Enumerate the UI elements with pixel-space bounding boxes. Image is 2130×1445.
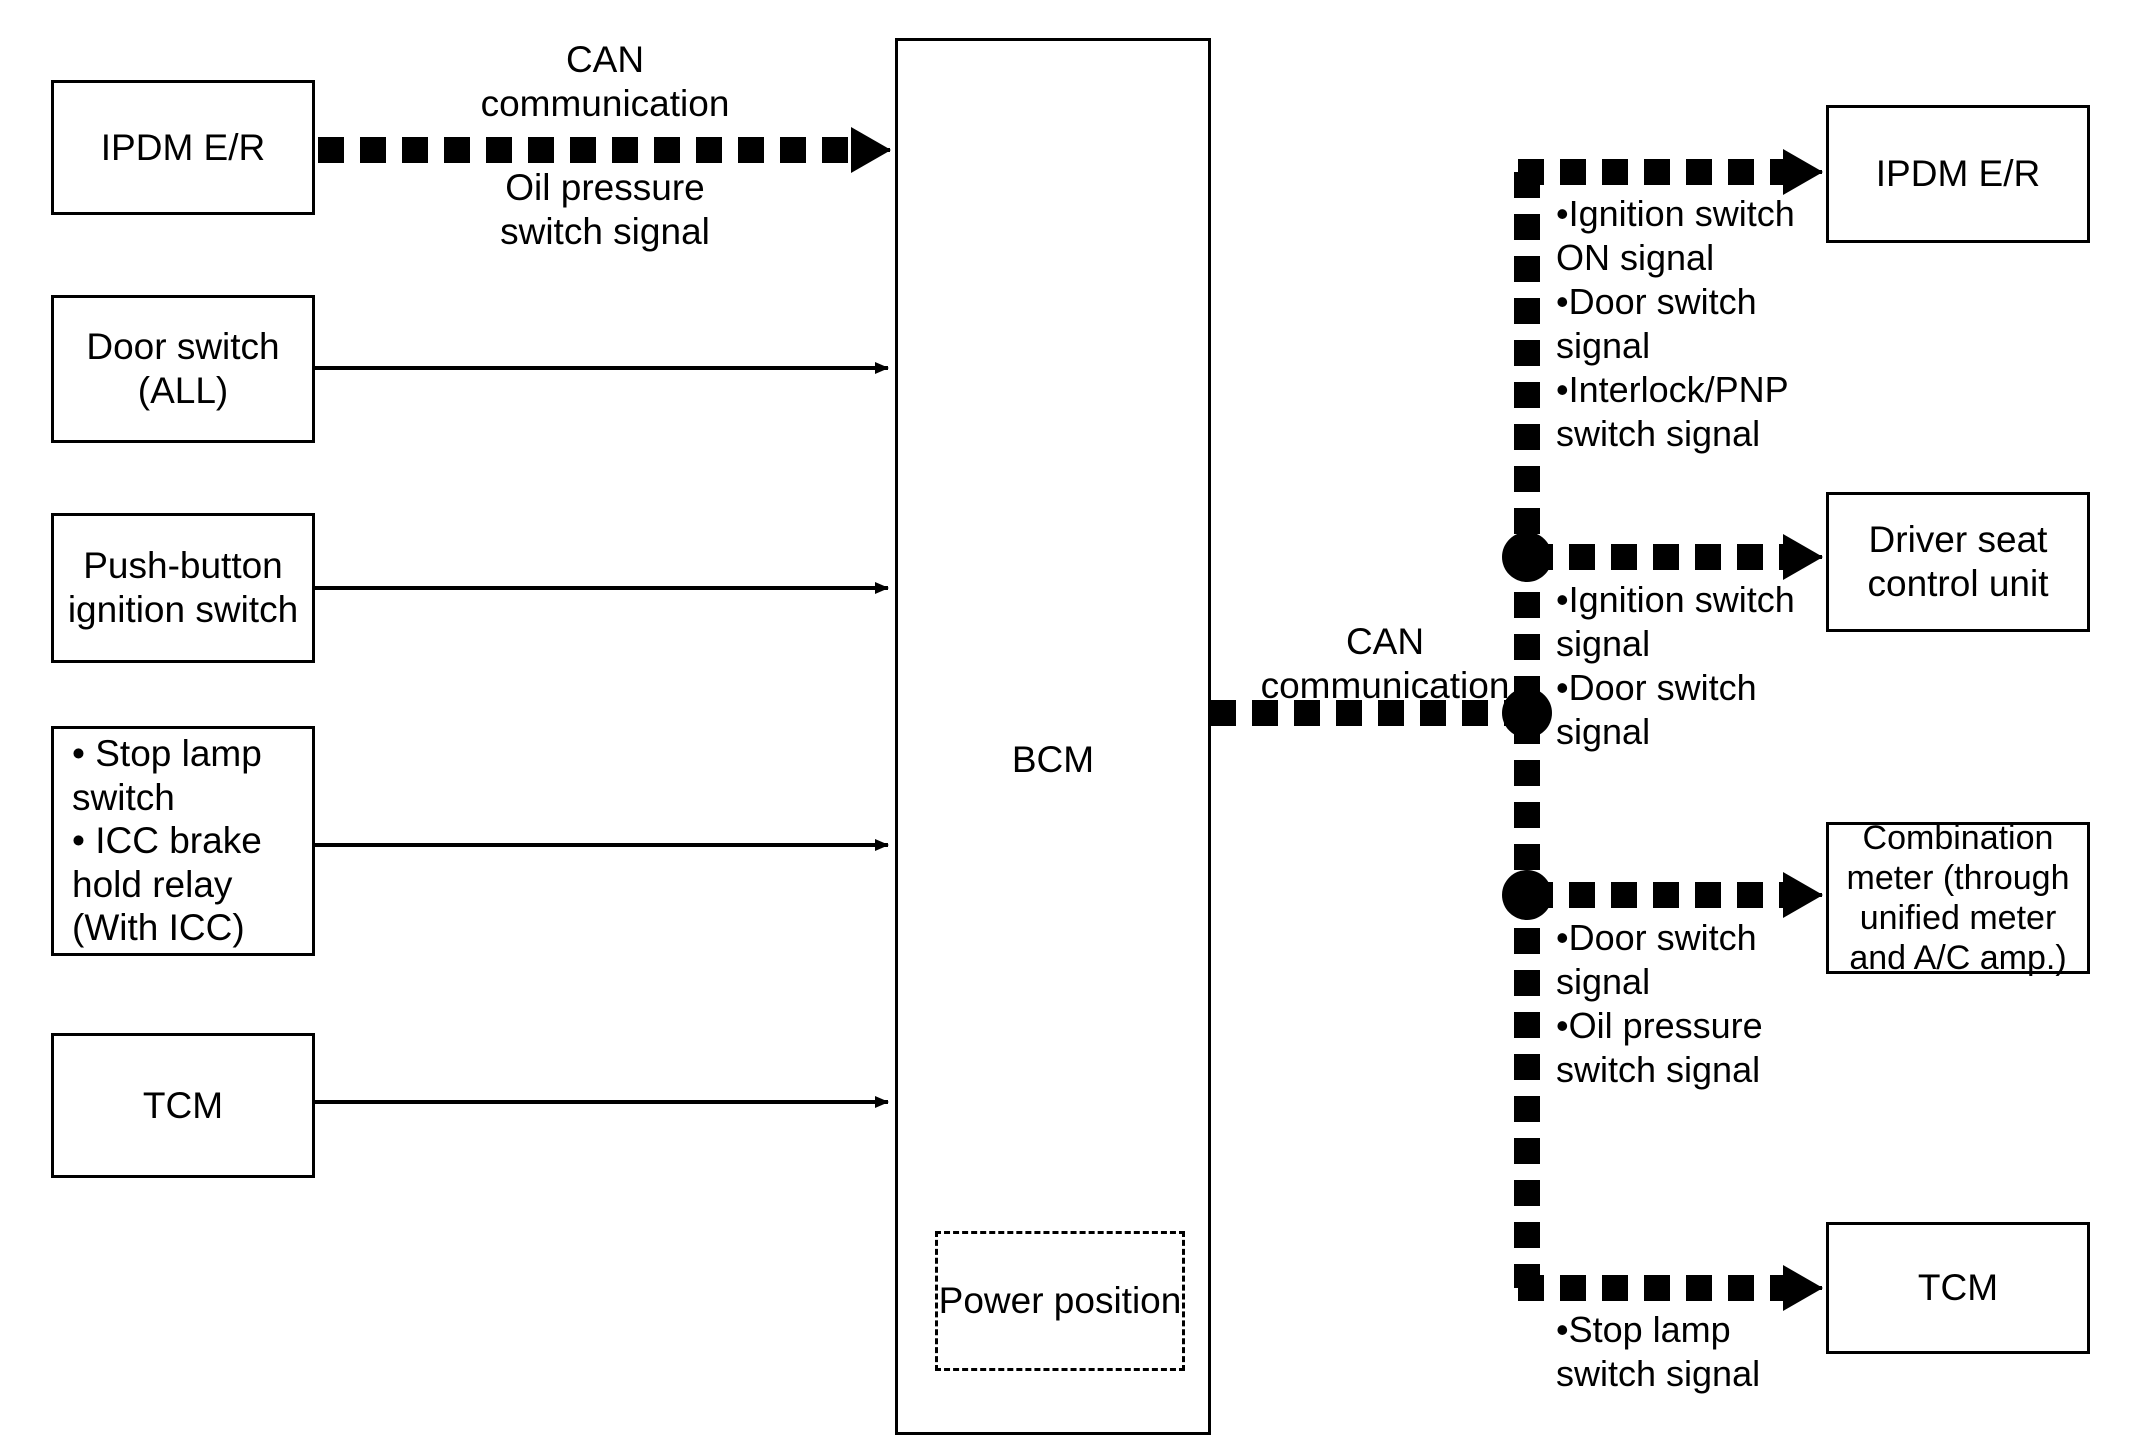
node-label: TCM bbox=[1917, 1267, 1999, 1309]
node-combination-meter[interactable]: Combination meter (through unified meter… bbox=[1826, 819, 2090, 977]
signal-list-combination-meter: •Door switch signal •Oil pressure switch… bbox=[1556, 917, 1763, 1090]
label-oil-pressure-switch-signal: Oil pressure switch signal bbox=[500, 167, 710, 253]
node-tcm-output[interactable]: TCM bbox=[1826, 1222, 2090, 1354]
junction-dot-group bbox=[1502, 532, 1552, 920]
node-driver-seat-control-unit[interactable]: Driver seat control unit bbox=[1826, 492, 2090, 632]
signal-list-ipdm-er: •Ignition switch ON signal •Door switch … bbox=[1556, 193, 1795, 454]
node-ipdm-er-input[interactable]: IPDM E/R bbox=[51, 80, 315, 215]
node-stop-lamp-icc-brake[interactable]: • Stop lamp switch • ICC brake hold rela… bbox=[51, 726, 315, 956]
signal-list-driver-seat: •Ignition switch signal •Door switch sig… bbox=[1556, 579, 1795, 752]
input-arrow-group bbox=[315, 362, 889, 1108]
node-label: IPDM E/R bbox=[1875, 153, 2041, 195]
node-power-position[interactable]: Power position bbox=[935, 1231, 1185, 1371]
junction-dot-driver-seat bbox=[1502, 532, 1552, 582]
node-tcm-input[interactable]: TCM bbox=[51, 1033, 315, 1178]
node-label: Push-button ignition switch bbox=[67, 545, 299, 630]
node-door-switch-all[interactable]: Door switch (ALL) bbox=[51, 295, 315, 443]
node-label: Door switch (ALL) bbox=[86, 326, 280, 411]
node-label: • Stop lamp switch • ICC brake hold rela… bbox=[72, 732, 262, 949]
label-left-can-communication: CAN communication bbox=[480, 39, 730, 125]
node-label: IPDM E/R bbox=[100, 126, 266, 168]
node-label: TCM bbox=[142, 1084, 224, 1126]
node-label: Combination meter (through unified meter… bbox=[1846, 818, 2070, 978]
node-push-button-ignition-switch[interactable]: Push-button ignition switch bbox=[51, 513, 315, 663]
junction-dot-combination-meter bbox=[1502, 870, 1552, 920]
node-label: Driver seat control unit bbox=[1867, 519, 2049, 604]
power-position-label: Power position bbox=[938, 1280, 1182, 1321]
signal-list-tcm: •Stop lamp switch signal bbox=[1556, 1309, 1761, 1394]
node-ipdm-er-output[interactable]: IPDM E/R bbox=[1826, 105, 2090, 243]
label-right-can-communication: CAN communication bbox=[1260, 621, 1510, 707]
node-bcm[interactable]: BCM bbox=[895, 38, 1211, 1435]
node-label: BCM bbox=[1011, 739, 1095, 780]
